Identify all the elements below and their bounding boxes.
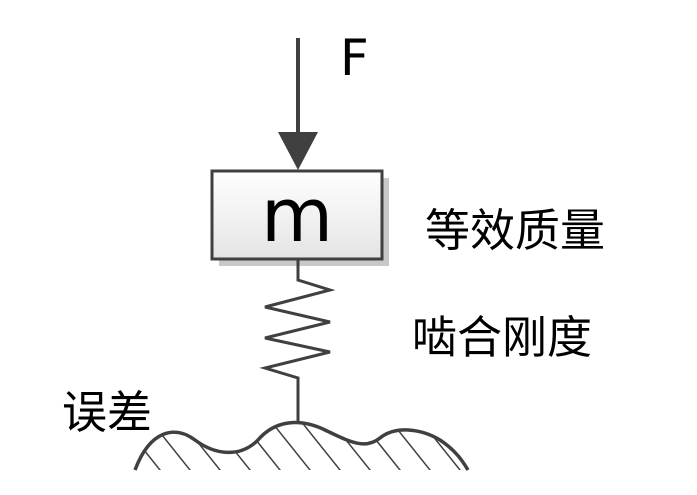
error-label: 误差 <box>62 386 152 439</box>
spring-coil <box>259 260 336 422</box>
spring <box>259 260 336 422</box>
equivalent-mass-label: 等效质量 <box>425 204 605 257</box>
mass-block: m <box>210 169 389 266</box>
force-label: F <box>340 29 369 87</box>
mass-label: m <box>261 173 333 259</box>
rough-surface <box>133 420 470 471</box>
mesh-stiffness-label: 啮合刚度 <box>412 311 592 364</box>
surface-profile <box>133 420 470 471</box>
mass-block-body <box>210 169 384 261</box>
force-arrow <box>278 38 318 170</box>
force-arrow-head <box>278 132 318 170</box>
